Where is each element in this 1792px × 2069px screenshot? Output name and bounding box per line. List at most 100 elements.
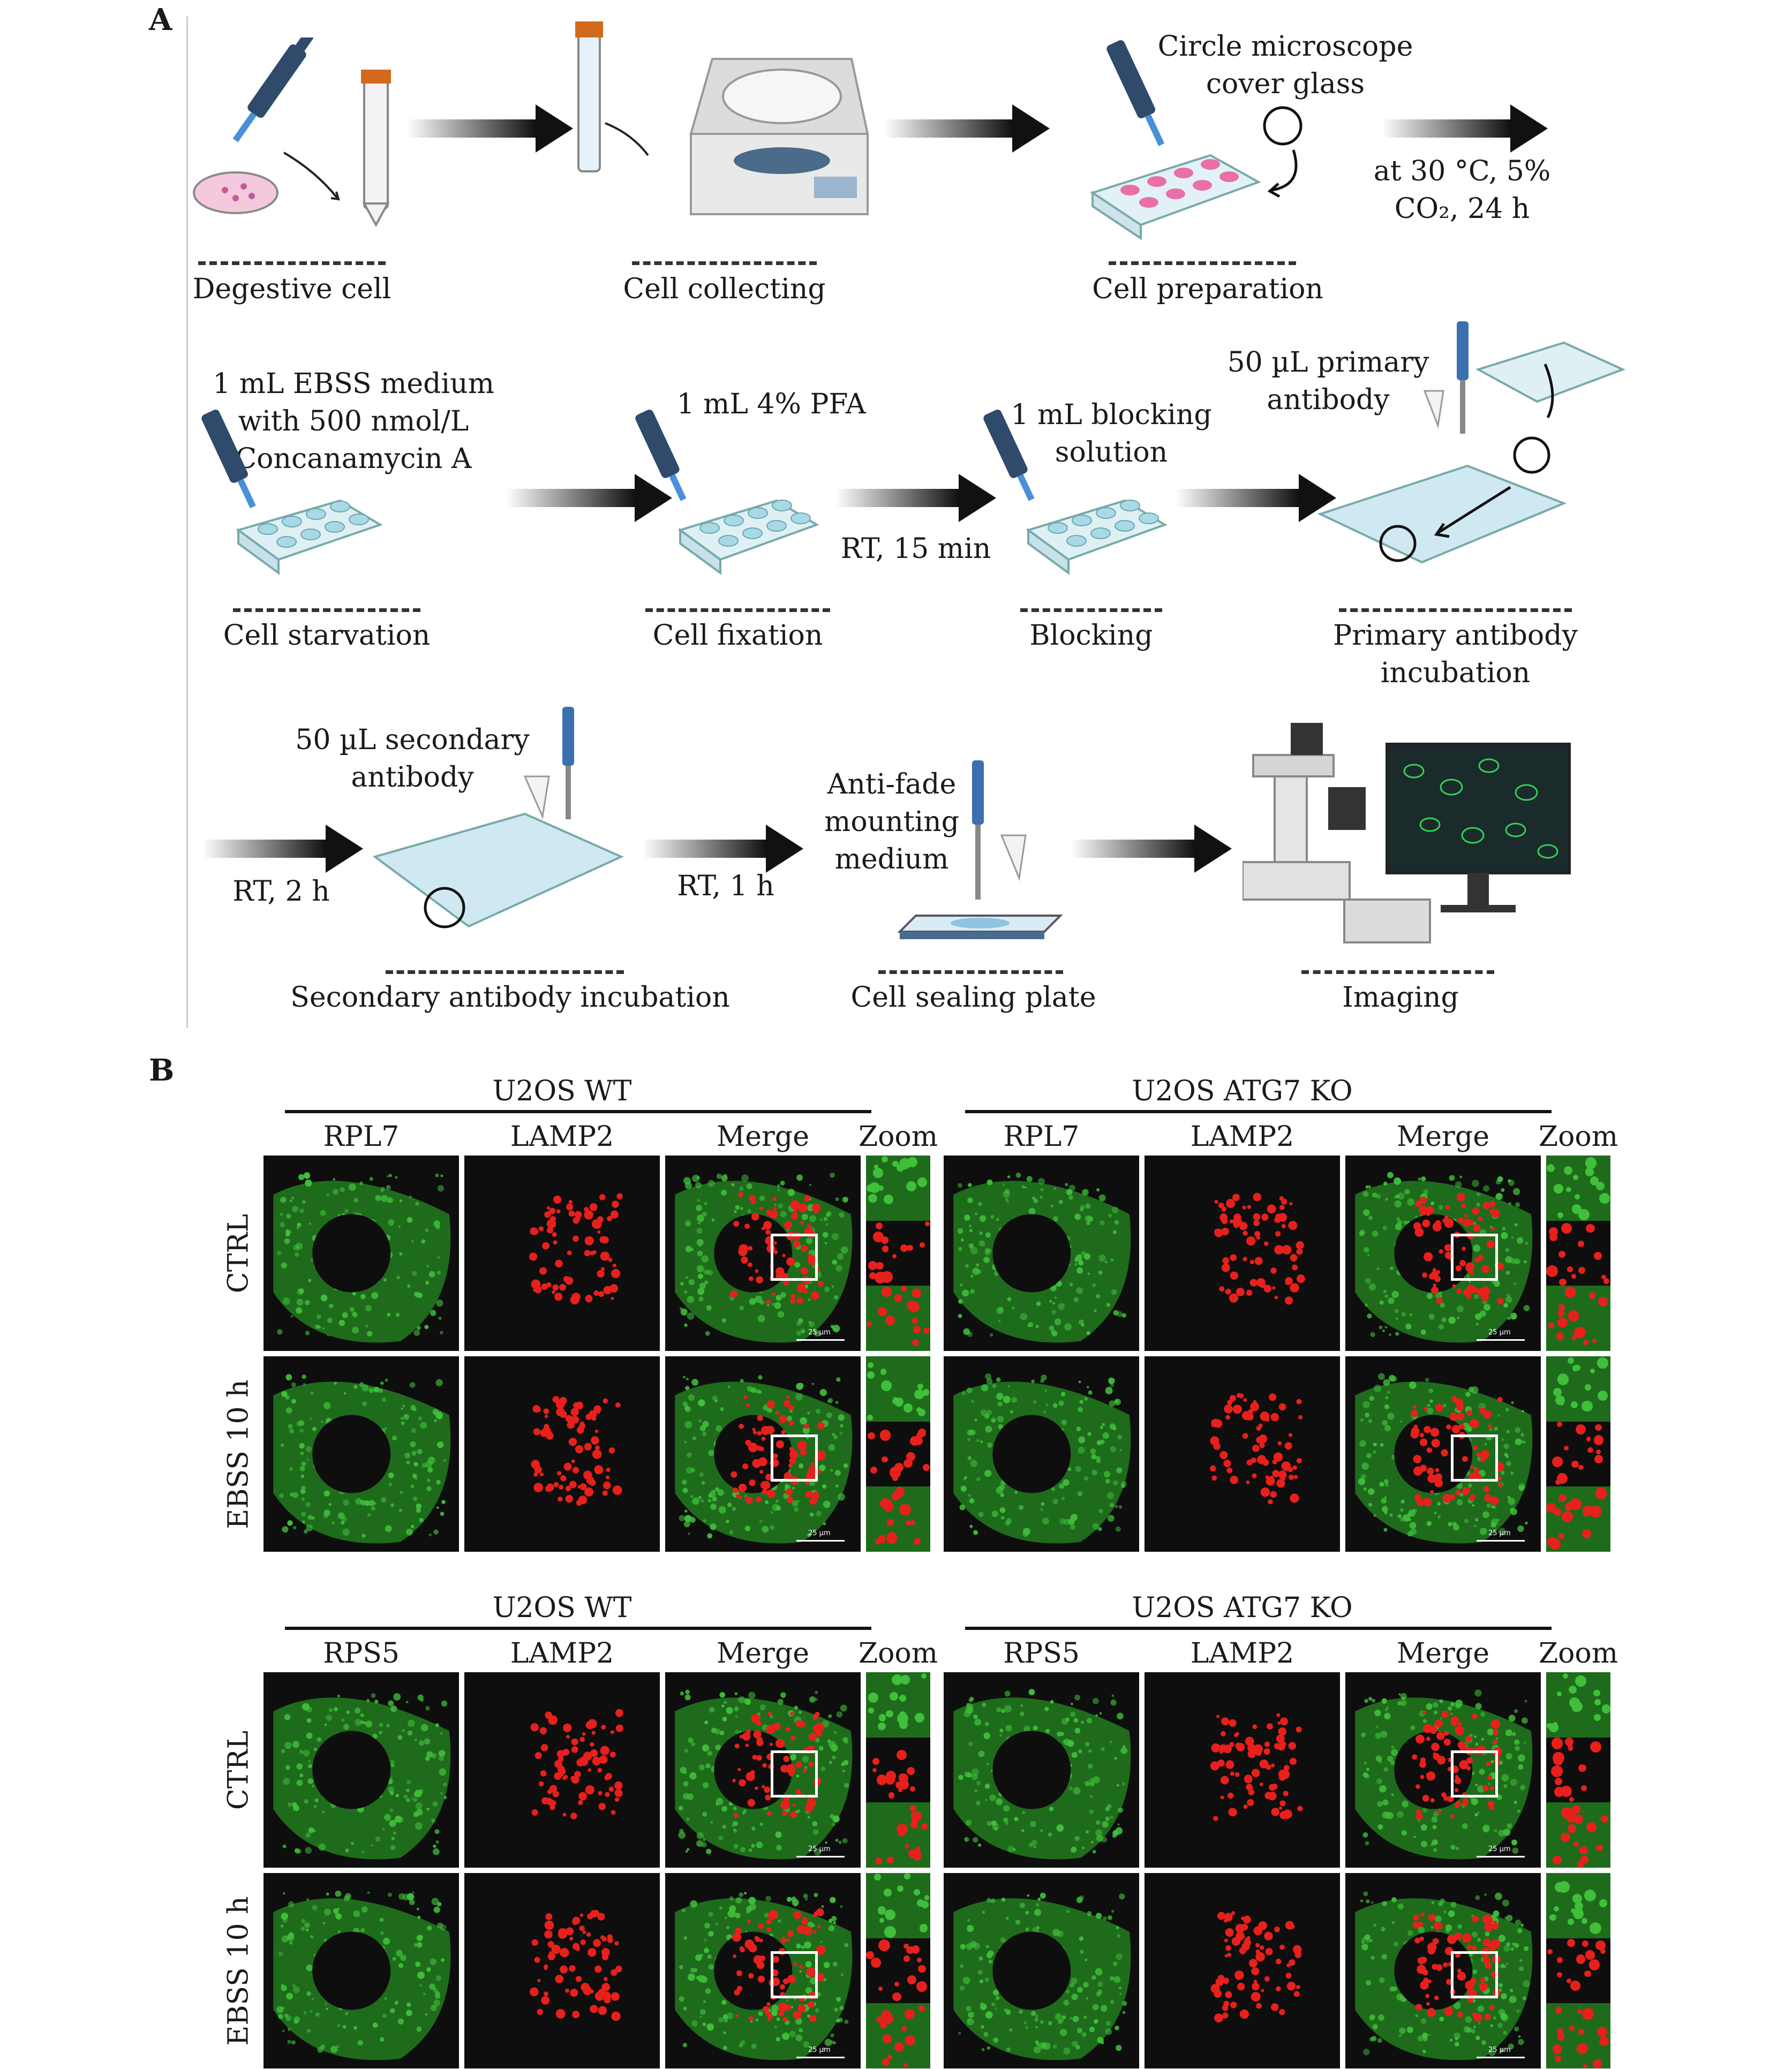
antifade-line3: medium (834, 843, 949, 875)
micrograph-merge: 25 µm (1345, 1156, 1541, 1351)
zoom-region-box (1451, 1951, 1498, 1998)
step-blocking: Blocking (1029, 620, 1153, 652)
scale-bar-label: 25 µm (1488, 1845, 1511, 1853)
arrow-7 (202, 825, 363, 873)
step-sealing: Cell sealing plate (850, 981, 1096, 1014)
dash-sealing (878, 970, 1063, 974)
scale-bar (1477, 1339, 1525, 1341)
micrograph-zoom-column (1546, 1356, 1610, 1553)
micrograph-zoom-column (1546, 1156, 1610, 1352)
dash-secondary (386, 970, 624, 974)
arrow-8 (643, 825, 803, 873)
scale-bar-label: 25 µm (808, 1328, 831, 1336)
step-preparation: Cell preparation (1092, 273, 1323, 305)
zoom-tile (1546, 2003, 1610, 2069)
row-label: EBSS 10 h (222, 1379, 254, 1529)
scale-bar (796, 2057, 845, 2058)
zoom-tile (866, 1938, 930, 2005)
panel-a-letter: A (149, 2, 172, 37)
starvation-plate-illustration (187, 407, 391, 589)
scale-bar (796, 1856, 845, 1857)
zoom-tile (1546, 1356, 1610, 1423)
micrograph-protein-channel (944, 1156, 1139, 1351)
zoom-tile (1546, 1873, 1610, 1939)
zoom-tile (866, 1156, 930, 1222)
zoom-tile (866, 2003, 930, 2069)
zoom-tile (866, 1356, 930, 1423)
step-primary-line1: Primary antibody (1333, 620, 1578, 652)
panel-b-letter: B (149, 1053, 175, 1088)
dash-imaging (1301, 970, 1494, 974)
scale-bar-label: 25 µm (1488, 1328, 1511, 1336)
micrograph-protein-channel (263, 1672, 459, 1868)
scale-bar (1477, 2057, 1525, 2058)
column-header: Merge (717, 1637, 809, 1670)
dash-degestive (198, 261, 386, 265)
micrograph-merge: 25 µm (1345, 1873, 1541, 2068)
step-imaging: Imaging (1342, 981, 1459, 1014)
arrow-1 (407, 104, 573, 153)
arrow-5 (835, 474, 996, 522)
column-header: Zoom (1538, 1121, 1618, 1153)
zoom-region-box (1451, 1750, 1498, 1798)
arrow-4 (506, 474, 672, 522)
zoom-tile (1546, 1802, 1610, 1869)
zoom-tile (866, 1486, 930, 1553)
zoom-tile (1546, 1486, 1610, 1553)
group-underline (965, 1627, 1552, 1630)
blocking-solution-line1: 1 mL blocking (1011, 399, 1212, 431)
zoom-tile (1546, 1737, 1610, 1804)
incubate-note-line2: CO₂, 24 h (1394, 193, 1530, 225)
zoom-tile (866, 1220, 930, 1287)
arrow-9 (1071, 825, 1232, 873)
cover-glass-circle-illustration (1261, 104, 1320, 212)
scale-bar-label: 25 µm (808, 1845, 831, 1853)
group-underline (285, 1627, 871, 1630)
column-header: Merge (1397, 1637, 1489, 1670)
column-header: Zoom (858, 1637, 938, 1670)
ebss-note-line3: Concanamycin A (235, 443, 472, 475)
micrograph-lamp2-channel (1145, 1873, 1340, 2068)
group-title: U2OS WT (492, 1592, 632, 1624)
micrograph-protein-channel (263, 1873, 459, 2068)
micrograph-protein-channel (944, 1356, 1139, 1552)
antifade-line2: mounting (824, 806, 959, 838)
antifade-line1: Anti-fade (827, 768, 957, 801)
zoom-region-box (1451, 1434, 1498, 1482)
micrograph-protein-channel (263, 1156, 459, 1351)
dash-blocking (1020, 608, 1162, 612)
primary-antibody-slide-illustration (1317, 311, 1628, 610)
micrograph-lamp2-channel (1145, 1356, 1340, 1552)
ebss-note-line2: with 500 nmol/L (238, 405, 469, 437)
pfa-note: 1 mL 4% PFA (676, 388, 866, 420)
arrow-6 (1176, 474, 1336, 522)
fixation-plate-illustration (621, 407, 825, 589)
zoom-tile (866, 1737, 930, 1804)
well-plate-pipette-illustration (1082, 32, 1307, 257)
rt-15min-note: RT, 15 min (840, 533, 991, 565)
zoom-tile (866, 1873, 930, 1939)
scale-bar (1477, 1540, 1525, 1542)
step-degestive: Degestive cell (192, 273, 391, 305)
zoom-tile (866, 1286, 930, 1352)
rt-1h-note: RT, 1 h (677, 870, 774, 902)
micrograph-protein-channel (944, 1672, 1139, 1868)
column-header: RPS5 (1003, 1637, 1080, 1670)
column-header: LAMP2 (510, 1637, 614, 1670)
step-collecting: Cell collecting (623, 273, 826, 305)
arrow-2 (884, 104, 1050, 153)
panel-a-divider (186, 16, 188, 1028)
micrograph-protein-channel (263, 1356, 459, 1552)
micrograph-merge: 25 µm (665, 1672, 861, 1868)
group-underline (285, 1110, 871, 1113)
microscope-computer-illustration (1243, 701, 1575, 958)
micrograph-merge: 25 µm (665, 1356, 861, 1552)
step-fixation: Cell fixation (652, 620, 823, 652)
group-title: U2OS ATG7 KO (1132, 1075, 1353, 1107)
zoom-tile (866, 1421, 930, 1488)
step-secondary: Secondary antibody incubation (290, 981, 730, 1014)
column-header: LAMP2 (510, 1121, 614, 1153)
primary-ab-note-line2: antibody (1267, 384, 1390, 416)
scale-bar (796, 1339, 845, 1341)
micrograph-zoom-column (1546, 1873, 1610, 2069)
